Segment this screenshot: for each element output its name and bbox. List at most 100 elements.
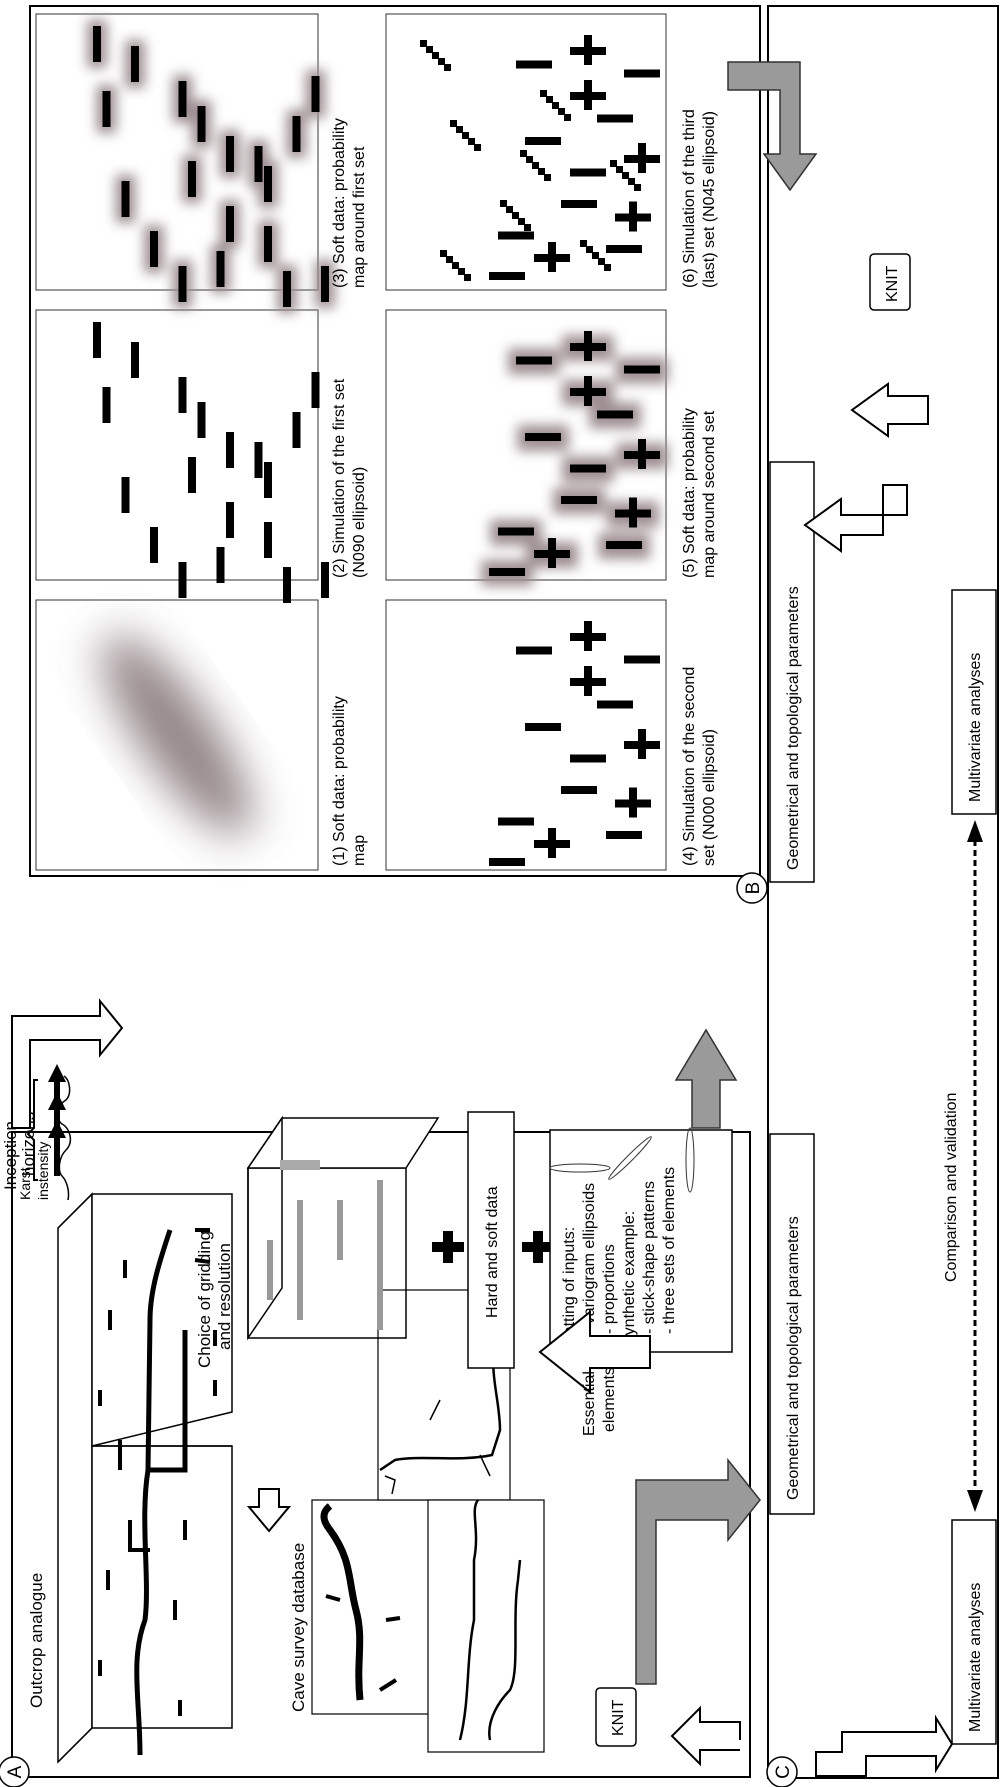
stick-set-3 xyxy=(610,160,617,167)
knit-box-a xyxy=(595,1687,637,1747)
stick-set-2 xyxy=(561,200,597,208)
stick-set-1 xyxy=(178,377,187,413)
stick-set-1 xyxy=(150,527,158,563)
multivariate-label-left: Multivariate analyses xyxy=(967,1583,984,1732)
stick-set-1 xyxy=(131,342,139,378)
stick-set-1 xyxy=(629,201,637,232)
stick-set-1 xyxy=(629,787,637,818)
settings-line-6: - three sets of elements xyxy=(661,1167,678,1334)
caption-6-line-2: (last) set (N045 ellipsoid) xyxy=(701,111,718,288)
inception-brace xyxy=(26,1079,38,1181)
stick-set-2 xyxy=(516,356,552,365)
caption-3-line-2: map around first set xyxy=(351,146,368,288)
stick-set-3 xyxy=(558,108,565,115)
stick-set-3 xyxy=(598,258,605,265)
stick-set-1 xyxy=(226,136,234,172)
stick-set-3 xyxy=(506,206,513,213)
stick-set-2 xyxy=(561,496,597,504)
stick-set-1 xyxy=(584,35,592,65)
stick-set-3 xyxy=(456,126,463,133)
stick-set-1 xyxy=(283,567,291,603)
stick-set-3 xyxy=(592,252,599,259)
stick-set-3 xyxy=(628,178,635,185)
stick-set-2 xyxy=(597,114,633,123)
gridding-label-1: Choice of gridding xyxy=(195,1231,214,1368)
stick-set-3 xyxy=(446,256,453,263)
outcrop-block xyxy=(57,1192,233,1764)
stick-set-1 xyxy=(188,161,196,197)
panel-b-badge: B xyxy=(736,872,768,904)
stick-set-2 xyxy=(597,700,633,709)
stick-set-1 xyxy=(188,457,196,493)
stick-set-1 xyxy=(584,376,592,406)
stick-set-2 xyxy=(516,60,552,69)
caption-4-line-1: (4) Simulation of the second xyxy=(681,667,698,866)
stick-set-1 xyxy=(226,502,234,538)
stick-set-1 xyxy=(584,331,592,361)
stick-set-1 xyxy=(226,206,234,242)
panel-c-label: C xyxy=(773,1765,794,1779)
stick-set-1 xyxy=(197,106,206,142)
stick-set-1 xyxy=(638,439,646,469)
stick-set-3 xyxy=(458,268,465,275)
stick-set-3 xyxy=(616,166,623,173)
stick-set-1 xyxy=(264,462,272,498)
stick-set-2 xyxy=(624,655,660,664)
stick-set-1 xyxy=(292,412,301,448)
panel-b-frame xyxy=(29,5,761,877)
settings-text: Setting of inputs: - variogram ellipsoid… xyxy=(561,1167,678,1346)
stick-set-2 xyxy=(570,464,606,473)
stick-set-1 xyxy=(216,251,225,287)
stick-set-2 xyxy=(570,168,606,177)
stick-set-1 xyxy=(254,146,263,182)
stick-set-1 xyxy=(264,522,272,558)
stick-set-2 xyxy=(498,231,534,240)
stick-set-3 xyxy=(420,40,427,47)
stick-set-3 xyxy=(586,246,593,253)
comparison-arrowhead-bottom xyxy=(967,1490,983,1512)
essential-label-2: elements xyxy=(601,1367,618,1432)
panel-a-label: A xyxy=(5,1765,26,1778)
panel-c-frame xyxy=(767,5,999,1779)
caption-5-line-2: map around second set xyxy=(701,410,718,578)
stick-set-3 xyxy=(544,174,551,181)
caption-4-line-2: set (N000 ellipsoid) xyxy=(701,729,718,866)
geo-label-left: Geometrical and topological parameters xyxy=(785,1216,802,1500)
stick-set-3 xyxy=(604,264,611,271)
stick-set-1 xyxy=(93,322,101,358)
outcrop-title: Outcrop analogue xyxy=(27,1573,46,1708)
settings-line-4: Synthetic example: xyxy=(621,1211,638,1346)
stick-set-1 xyxy=(178,562,187,598)
stick-set-3 xyxy=(512,212,519,219)
settings-line-1: Setting of inputs: xyxy=(561,1227,578,1346)
caption-2-line-2: (N090 ellipsoid) xyxy=(351,467,368,578)
knit-label-a: KNIT xyxy=(610,1699,627,1736)
stick-set-3 xyxy=(444,64,451,71)
caption-1-line-1: (1) Soft data: probability xyxy=(331,696,348,866)
knit-to-c-gray-arrow xyxy=(635,1457,761,1685)
stick-set-3 xyxy=(634,184,641,191)
caption-3-line-1: (3) Soft data: probability xyxy=(331,118,348,288)
essential-label-1: Essential xyxy=(581,1371,598,1436)
stick-set-3 xyxy=(532,162,539,169)
stick-set-1 xyxy=(629,497,637,528)
panel-b-label: B xyxy=(743,882,764,895)
plus-icon xyxy=(522,1231,554,1263)
stick-set-2 xyxy=(516,646,552,655)
stick-set-3 xyxy=(426,46,433,53)
stick-set-1 xyxy=(548,242,556,272)
stick-set-1 xyxy=(93,26,101,62)
settings-line-2: - variogram ellipsoids xyxy=(581,1183,598,1334)
stick-set-1 xyxy=(121,181,130,217)
knit-box-c xyxy=(869,253,911,311)
stick-set-1 xyxy=(584,80,592,110)
stick-set-3 xyxy=(468,138,475,145)
stick-set-2 xyxy=(525,433,561,441)
stick-set-1 xyxy=(321,562,329,598)
stick-set-3 xyxy=(452,262,459,269)
outcrop-to-cave-arrow xyxy=(246,1488,292,1533)
settings-box xyxy=(549,1129,733,1353)
stick-set-1 xyxy=(292,116,301,152)
